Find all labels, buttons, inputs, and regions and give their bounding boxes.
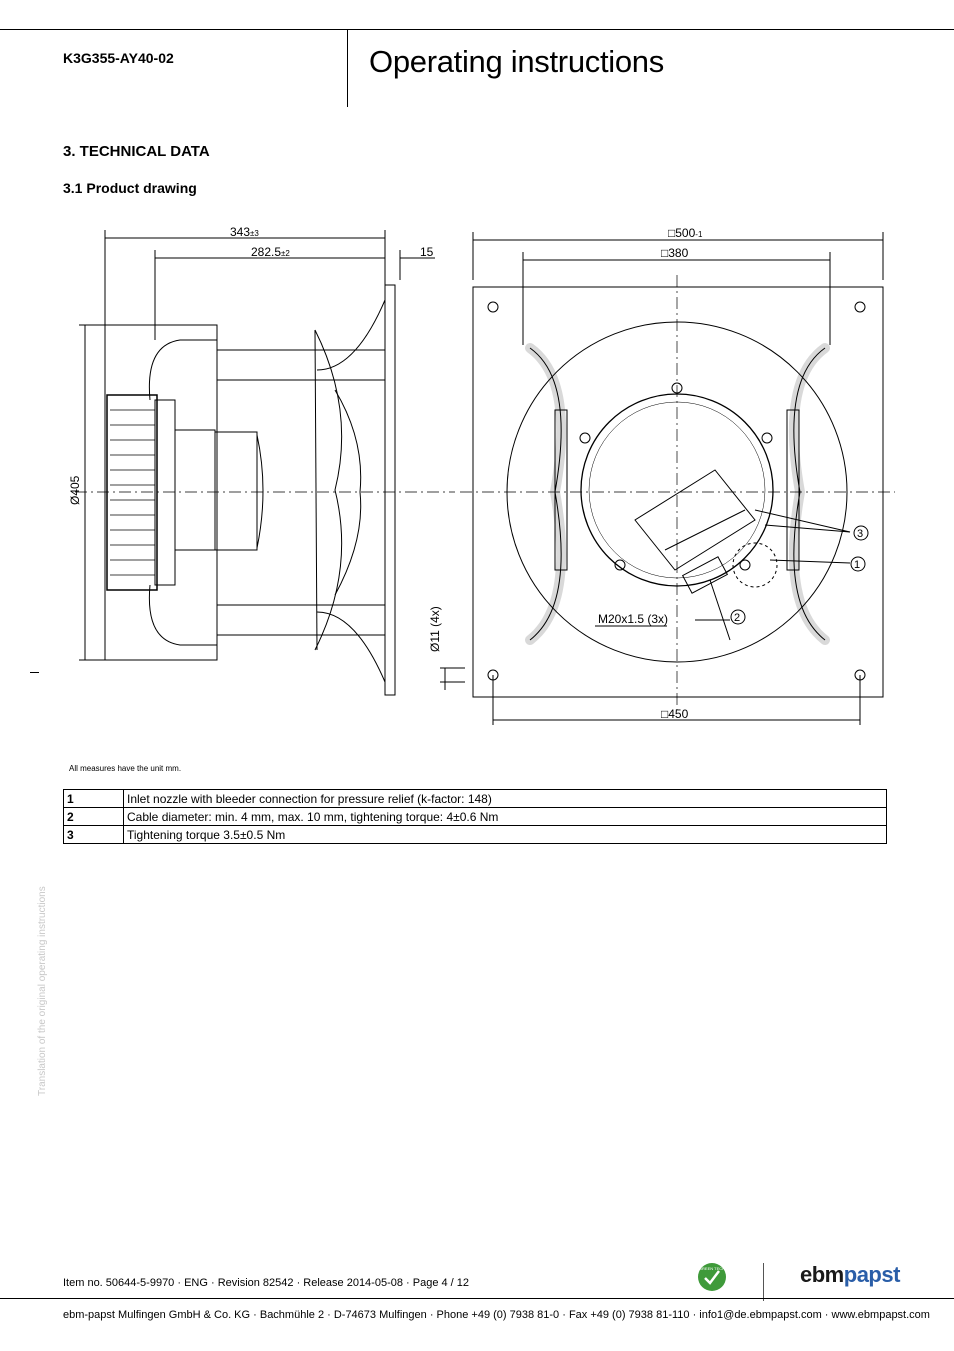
legend-num: 3: [63, 825, 124, 844]
legend-text: Inlet nozzle with bleeder connection for…: [123, 789, 887, 808]
thread-label: M20x1.5 (3x): [598, 612, 668, 626]
item-info: Item no. 50644-5-9970 · ENG · Revision 8…: [63, 1277, 470, 1289]
table-row: 2 Cable diameter: min. 4 mm, max. 10 mm,…: [63, 807, 887, 826]
greentech-badge-icon: GREEN TECH: [698, 1263, 726, 1291]
dim-diameter: Ø405: [68, 475, 82, 505]
legend-text: Tightening torque 3.5±0.5 Nm: [123, 825, 887, 844]
subsection-title: 3.1 Product drawing: [63, 180, 197, 196]
footer-rule: [0, 1298, 954, 1299]
front-view: [460, 232, 895, 725]
footer-logo-divider: [763, 1263, 764, 1301]
dim-flange: 15: [420, 245, 434, 259]
dim-bottom-square: □450: [661, 707, 689, 721]
section-title: 3. TECHNICAL DATA: [63, 143, 210, 160]
header-top-rule: [0, 29, 954, 30]
document-id: K3G355-AY40-02: [63, 50, 174, 66]
company-info: ebm-papst Mulfingen GmbH & Co. KG · Bach…: [63, 1309, 930, 1321]
product-drawing: 343±3 282.5±2 15 Ø405 Ø11 (4x) □500-1 □3…: [68, 225, 895, 725]
dim-inner-square: □380: [661, 246, 689, 260]
callout-3: 3: [857, 528, 863, 540]
page-title: Operating instructions: [369, 44, 664, 79]
translation-note: Translation of the original operating in…: [37, 886, 48, 1096]
callout-1: 1: [854, 559, 860, 571]
dim-overall: 343±3: [230, 225, 259, 239]
legend-num: 2: [63, 807, 124, 826]
table-row: 1 Inlet nozzle with bleeder connection f…: [63, 789, 887, 808]
legend-num: 1: [63, 789, 124, 808]
header-divider: [347, 29, 348, 107]
dim-holes: Ø11 (4x): [428, 606, 442, 652]
dim-inner: 282.5±2: [251, 245, 290, 259]
dim-outer-square: □500-1: [668, 226, 703, 240]
margin-tick: [30, 672, 39, 673]
table-row: 3 Tightening torque 3.5±0.5 Nm: [63, 825, 887, 844]
dimension-labels: 343±3 282.5±2 15 Ø405 Ø11 (4x) □500-1 □3…: [68, 225, 863, 721]
ebmpapst-logo: ebmpapst: [800, 1262, 900, 1287]
legend-table: 1 Inlet nozzle with bleeder connection f…: [63, 789, 887, 844]
svg-text:GREEN TECH: GREEN TECH: [699, 1266, 725, 1271]
legend-text: Cable diameter: min. 4 mm, max. 10 mm, t…: [123, 807, 887, 826]
side-view: [75, 230, 465, 696]
measures-note: All measures have the unit mm.: [69, 764, 182, 773]
callout-2: 2: [734, 612, 740, 624]
